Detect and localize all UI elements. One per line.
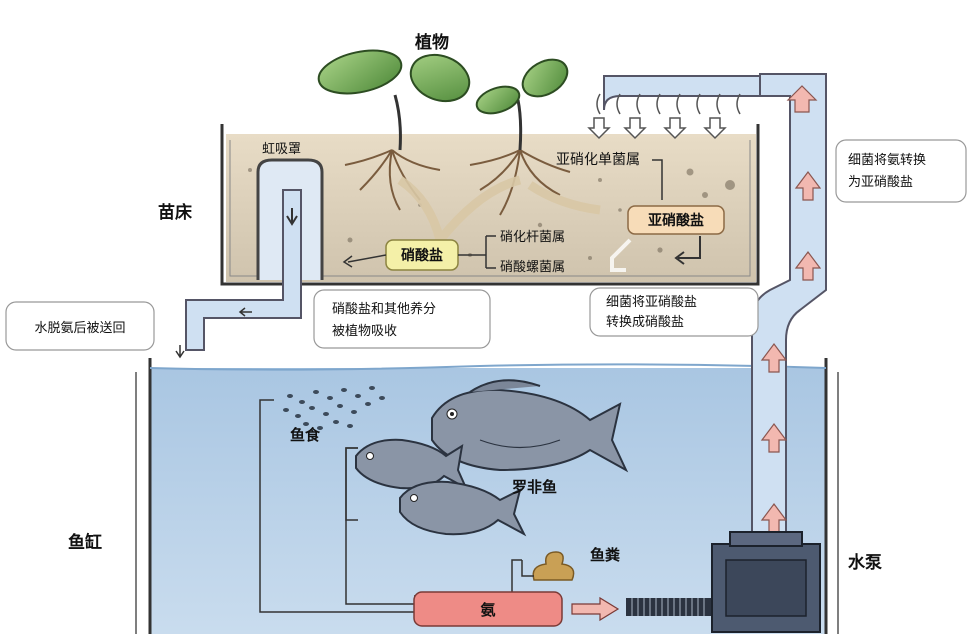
leaf-icon [317,49,403,95]
fish-waste-label: 鱼粪 [590,546,620,564]
siphon-label: 虹吸罩 [262,142,301,157]
bracket-line [652,159,663,200]
plants-illustration [317,49,601,243]
nitrate-label: 硝酸盐 [401,247,443,264]
water-return-text: 水脱氨后被送回 [34,321,125,336]
bacteria-ammonia-text-1: 细菌将氨转换 [848,153,926,168]
fish-waste-icon [532,551,575,581]
nitrite-label: 亚硝酸盐 [648,212,704,229]
flow-brackets [259,399,534,613]
fish-food-label: 鱼食 [290,426,321,444]
nitrospira-label: 硝酸螺菌属 [500,260,565,275]
water-pump-label: 水泵 [848,552,882,573]
bacteria-nitrate-text-1: 细菌将亚硝酸盐 [606,295,697,310]
fish-food-pellets [283,386,385,430]
big-fish [431,379,629,473]
bracket-line [458,235,496,269]
bacteria-nitrate-callout: 细菌将亚硝酸盐 转换成硝酸盐 [589,287,759,337]
bacteria-ammonia-text-2: 为亚硝酸盐 [848,175,913,190]
lower-fish [399,480,527,537]
bacteria-nitrate-text-2: 转换成硝酸盐 [606,315,684,330]
arrow-to-pump [571,596,620,622]
nitrite-box: 亚硝酸盐 [627,205,725,235]
absorption-callout: 硝酸盐和其他养分 被植物吸收 [313,289,491,349]
fish-tank-label: 鱼缸 [68,532,102,553]
bacteria-ammonia-callout: 细菌将氨转换 为亚硝酸盐 [835,139,967,203]
middle-fish [355,438,469,491]
absorption-text-1: 硝酸盐和其他养分 [332,301,436,317]
nitrate-box: 硝酸盐 [385,239,459,271]
pump-pipe [587,73,827,557]
ammonia-box: 氨 [413,591,563,627]
water-return-callout: 水脱氨后被送回 [5,301,155,351]
plants-label: 植物 [415,32,449,53]
siphon-pipe [175,158,324,359]
tilapia-label: 罗非鱼 [512,478,557,496]
ammonia-label: 氨 [480,601,495,619]
absorption-text-2: 被植物吸收 [332,324,397,339]
water-pump-icon [711,531,821,633]
nitrite-bacteria-label: 亚硝化单菌属 [556,152,640,168]
pump-intake-grille [626,598,712,616]
nitrobacter-label: 硝化杆菌属 [500,230,565,245]
seedbed-label: 苗床 [158,202,193,223]
